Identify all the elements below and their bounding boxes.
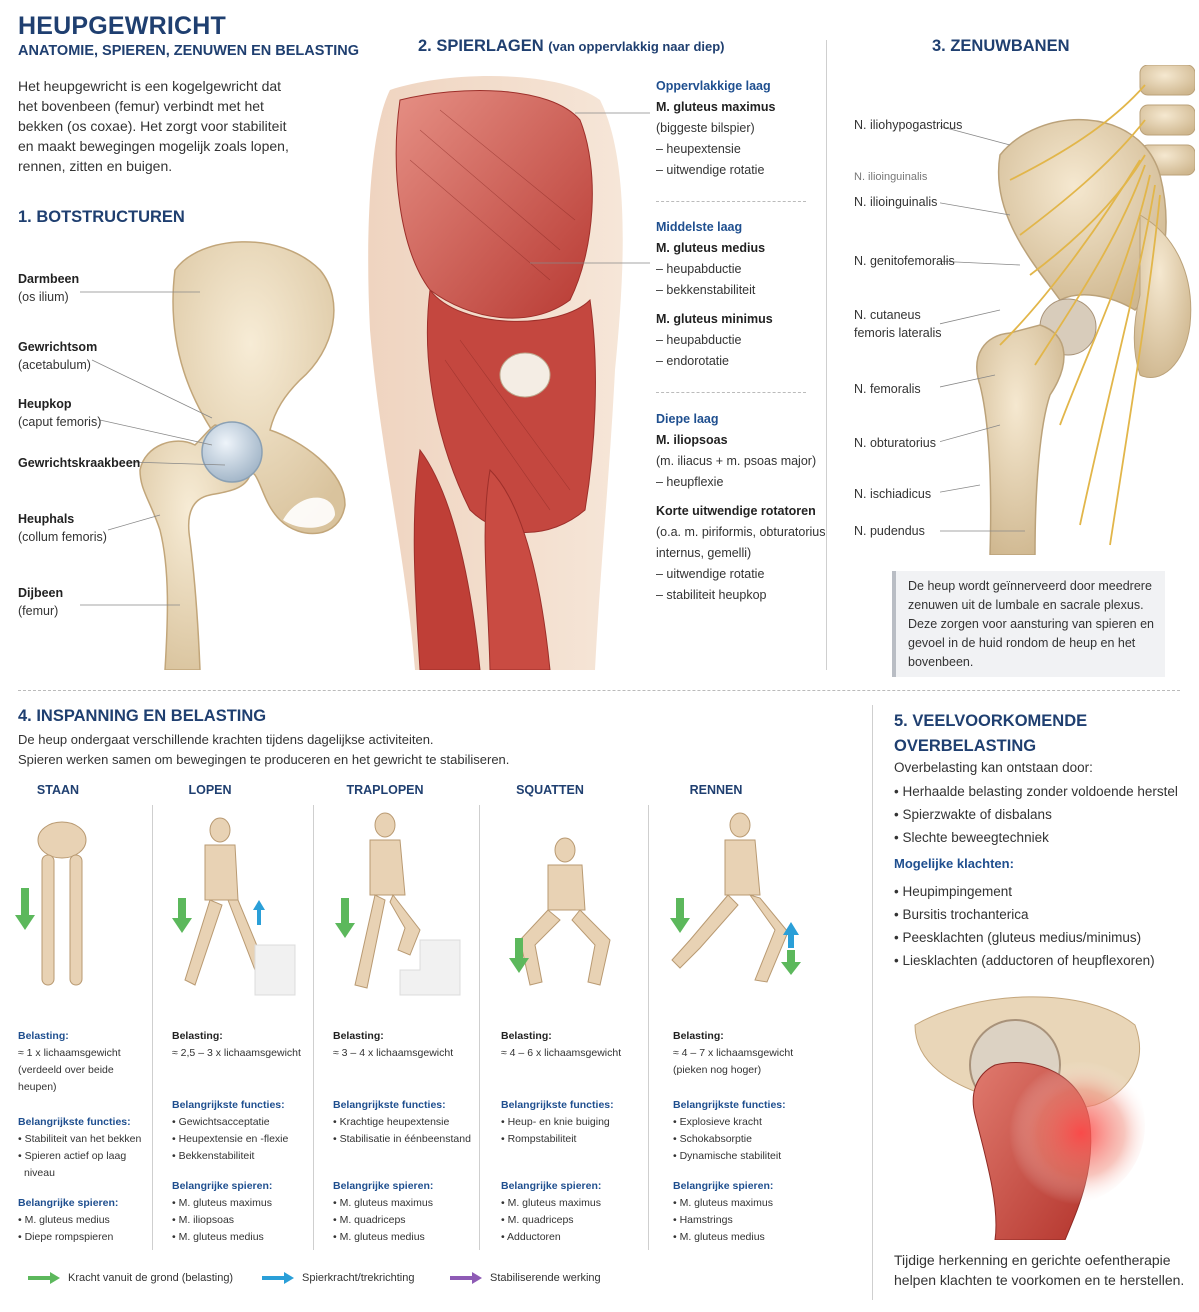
muscles-layer-superficial: Oppervlakkige laag M. gluteus maximus (b… — [656, 79, 776, 177]
nerve-label-ischiadicus: N. ischiadicus — [854, 487, 932, 501]
load-intro: De heup ondergaat verschillende krachten… — [18, 732, 510, 767]
muscles-layer-middle: Middelste laag M. gluteus medius – heupa… — [656, 220, 773, 368]
column-divider — [313, 805, 314, 1250]
nerve-label-ilioinguinalis-faded: N. ilioinguinalis — [854, 171, 928, 183]
list-item: Slechte beweegtechniek — [894, 826, 1178, 849]
label-gewrichtskraakbeen: Gewrichtskraakbeen — [18, 456, 141, 470]
complaints-list: Heupimpingement Bursitis trochanterica P… — [894, 880, 1155, 972]
list-item: Herhaalde belasting zonder voldoende her… — [894, 780, 1177, 803]
activity-details-rennen: Belasting: ≈ 4 – 7 x lichaamsgewicht(pie… — [673, 1030, 794, 1243]
label-gewrichtsom: Gewrichtsom(acetabulum) — [18, 340, 98, 372]
blue-arrow-icon — [262, 1272, 294, 1284]
page-title: HEUPGEWRICHT — [18, 12, 226, 40]
legend-item-ground-force: Kracht vanuit de grond (belasting) — [28, 1272, 233, 1284]
activity-details-squatten: Belasting: ≈ 4 – 6 x lichaamsgewicht Bel… — [501, 1030, 622, 1243]
overload-intro: Overbelasting kan ontstaan door: — [894, 760, 1093, 775]
column-divider — [826, 40, 827, 670]
list-item: Bursitis trochanterica — [894, 903, 1155, 926]
activity-title-lopen: LOPEN — [188, 783, 232, 797]
nerve-label-obturatorius: N. obturatorius — [854, 436, 936, 450]
hip-bone-illustration — [80, 241, 346, 670]
activity-title-staan: STAAN — [36, 783, 80, 797]
nerve-label-pudendus: N. pudendus — [854, 524, 925, 538]
activity-details-traplopen: Belasting: ≈ 3 – 4 x lichaamsgewicht Bel… — [333, 1030, 471, 1243]
overload-footer: Tijdige herkenning en gerichte oefenther… — [894, 1252, 1185, 1288]
activity-details-staan: Belasting: ≈ 1 x lichaamsgewicht(verdeel… — [18, 1030, 142, 1243]
nerve-label-femoralis: N. femoralis — [854, 382, 921, 396]
legend-item-stabilizing: Stabiliserende werking — [450, 1272, 601, 1284]
complaints-title: Mogelijke klachten: — [894, 856, 1014, 871]
section-divider — [18, 690, 1180, 691]
nerve-label-iliohypogastricus: N. iliohypogastricus — [854, 118, 963, 132]
nerve-illustration — [940, 65, 1195, 555]
column-divider — [872, 705, 873, 1300]
list-item: Spierzwakte of disbalans — [894, 803, 1178, 826]
column-divider — [648, 805, 649, 1250]
load-title: 4. INSPANNING EN BELASTING — [18, 707, 267, 725]
purple-arrow-icon — [450, 1272, 482, 1284]
activity-title-traplopen: TRAPLOPEN — [346, 783, 424, 797]
muscle-layers-illustration — [368, 76, 650, 670]
overload-causes-list: Herhaalde belasting zonder voldoende her… — [894, 780, 1178, 849]
legend-item-muscle-force: Spierkracht/trekrichting — [262, 1272, 415, 1284]
list-item: Liesklachten (adductoren of heupflexoren… — [894, 949, 1154, 972]
page-subtitle: ANATOMIE, SPIEREN, ZENUWEN EN BELASTING — [18, 43, 360, 59]
bones-title: 1. BOTSTRUCTUREN — [18, 208, 185, 226]
green-arrow-icon — [28, 1272, 60, 1284]
nerves-title: 3. ZENUWBANEN — [932, 37, 1070, 55]
nerves-note: De heup wordt geïnnerveerd door meedrere… — [892, 571, 1165, 677]
muscles-layer-deep: Diepe laag M. iliopsoas (m. iliacus + m.… — [656, 412, 826, 602]
muscles-title: 2. SPIERLAGEN (van oppervlakkig naar die… — [418, 37, 725, 55]
list-item: Heupimpingement — [894, 880, 1155, 903]
column-divider — [479, 805, 480, 1250]
label-heuphals: Heuphals(collum femoris) — [18, 512, 107, 544]
activity-title-squatten: SQUATTEN — [516, 783, 584, 797]
activity-title-rennen: RENNEN — [689, 783, 743, 797]
inflamed-hip-illustration — [914, 996, 1145, 1240]
nerve-label-ilioinguinalis: N. ilioinguinalis — [854, 195, 938, 209]
separator — [656, 201, 806, 202]
label-dijbeen: Dijbeen(femur) — [18, 586, 64, 618]
nerve-label-genitofemoralis: N. genitofemoralis — [854, 254, 955, 268]
separator — [656, 392, 806, 393]
list-item: Peesklachten (gluteus medius/minimus) — [894, 926, 1155, 949]
label-darmbeen: Darmbeen(os ilium) — [18, 272, 80, 304]
column-divider — [152, 805, 153, 1250]
activity-details-lopen: Belasting: ≈ 2,5 – 3 x lichaamsgewicht B… — [172, 1030, 301, 1243]
intro-text: Het heupgewricht is een kogelgewricht da… — [18, 78, 289, 174]
activity-figures — [15, 812, 801, 996]
label-heupkop: Heupkop(caput femoris) — [18, 397, 102, 429]
